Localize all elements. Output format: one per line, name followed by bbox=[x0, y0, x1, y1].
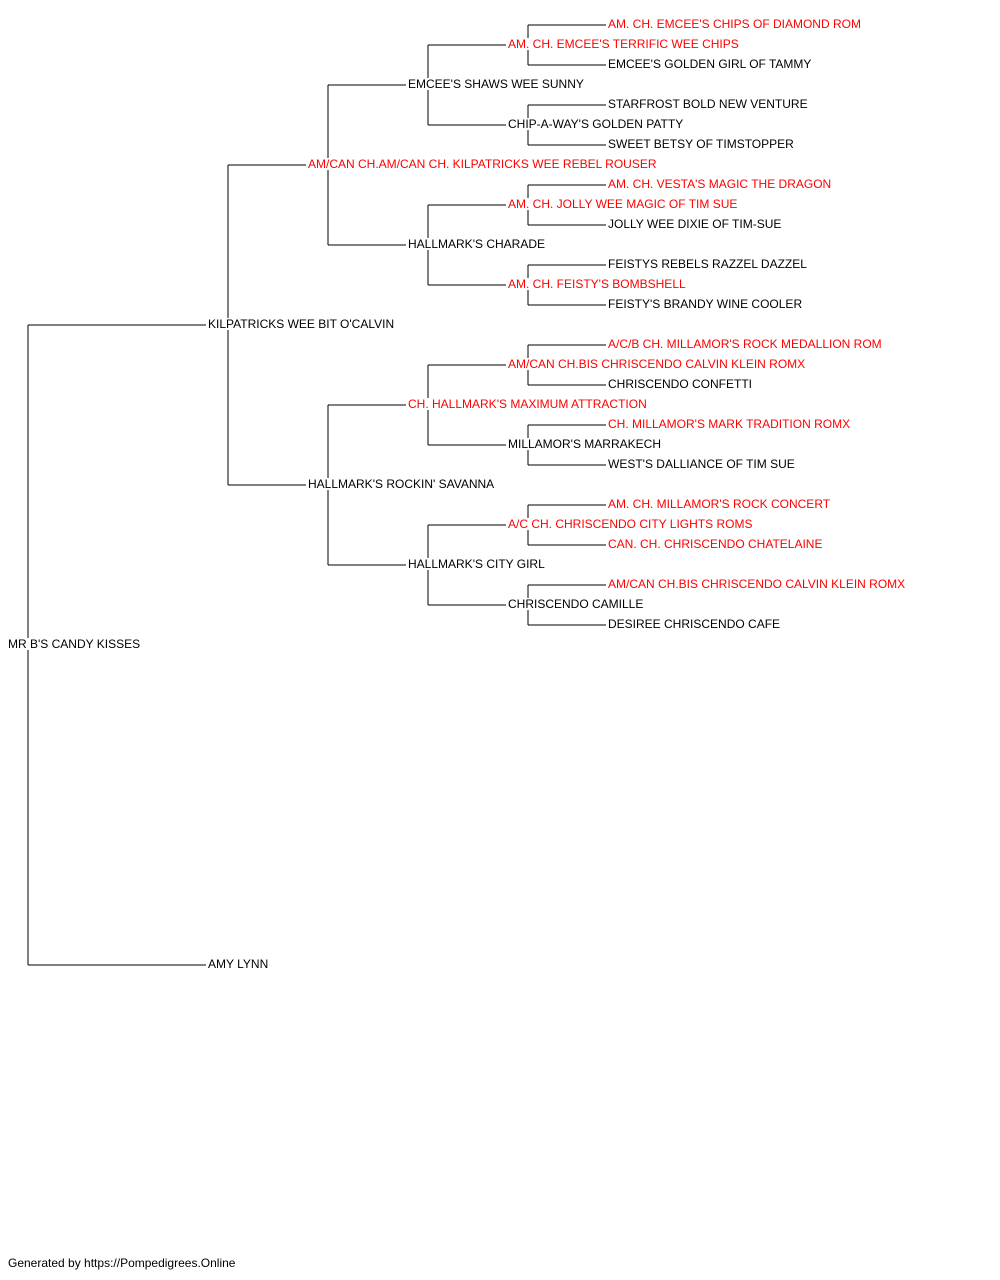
pedigree-name: CH. HALLMARK'S MAXIMUM ATTRACTION bbox=[408, 397, 647, 411]
pedigree-name: HALLMARK'S CITY GIRL bbox=[408, 557, 545, 571]
pedigree-name: FEISTY'S BRANDY WINE COOLER bbox=[608, 297, 802, 311]
pedigree-name: EMCEE'S SHAWS WEE SUNNY bbox=[408, 77, 584, 91]
pedigree-name: KILPATRICKS WEE BIT O'CALVIN bbox=[208, 317, 394, 331]
pedigree-name: MR B'S CANDY KISSES bbox=[8, 637, 140, 651]
pedigree-name: CAN. CH. CHRISCENDO CHATELAINE bbox=[608, 537, 822, 551]
pedigree-name: DESIREE CHRISCENDO CAFE bbox=[608, 617, 780, 631]
pedigree-name: FEISTYS REBELS RAZZEL DAZZEL bbox=[608, 257, 807, 271]
pedigree-name: CH. MILLAMOR'S MARK TRADITION ROMX bbox=[608, 417, 850, 431]
pedigree-name: AM. CH. VESTA'S MAGIC THE DRAGON bbox=[608, 177, 831, 191]
pedigree-name: AM. CH. FEISTY'S BOMBSHELL bbox=[508, 277, 686, 291]
pedigree-name: AM. CH. MILLAMOR'S ROCK CONCERT bbox=[608, 497, 831, 511]
pedigree-name: AM. CH. JOLLY WEE MAGIC OF TIM SUE bbox=[508, 197, 737, 211]
pedigree-name: AMY LYNN bbox=[208, 957, 268, 971]
pedigree-name: CHIP-A-WAY'S GOLDEN PATTY bbox=[508, 117, 683, 131]
pedigree-name: AM/CAN CH.AM/CAN CH. KILPATRICKS WEE REB… bbox=[308, 157, 657, 171]
pedigree-name: AM/CAN CH.BIS CHRISCENDO CALVIN KLEIN RO… bbox=[508, 357, 805, 371]
pedigree-name: A/C/B CH. MILLAMOR'S ROCK MEDALLION ROM bbox=[608, 337, 882, 351]
pedigree-name: AM. CH. EMCEE'S TERRIFIC WEE CHIPS bbox=[508, 37, 739, 51]
pedigree-name: WEST'S DALLIANCE OF TIM SUE bbox=[608, 457, 795, 471]
pedigree-name: AM/CAN CH.BIS CHRISCENDO CALVIN KLEIN RO… bbox=[608, 577, 905, 591]
pedigree-name: HALLMARK'S ROCKIN' SAVANNA bbox=[308, 477, 494, 491]
pedigree-name: AM. CH. EMCEE'S CHIPS OF DIAMOND ROM bbox=[608, 17, 861, 31]
pedigree-name: MILLAMOR'S MARRAKECH bbox=[508, 437, 661, 451]
footer-credit: Generated by https://Pompedigrees.Online bbox=[8, 1256, 236, 1270]
pedigree-name: SWEET BETSY OF TIMSTOPPER bbox=[608, 137, 794, 151]
pedigree-name: JOLLY WEE DIXIE OF TIM-SUE bbox=[608, 217, 781, 231]
pedigree-name: CHRISCENDO CAMILLE bbox=[508, 597, 643, 611]
pedigree-name: EMCEE'S GOLDEN GIRL OF TAMMY bbox=[608, 57, 811, 71]
pedigree-name: HALLMARK'S CHARADE bbox=[408, 237, 545, 251]
pedigree-name: A/C CH. CHRISCENDO CITY LIGHTS ROMS bbox=[508, 517, 752, 531]
pedigree-name: STARFROST BOLD NEW VENTURE bbox=[608, 97, 808, 111]
pedigree-name: CHRISCENDO CONFETTI bbox=[608, 377, 752, 391]
